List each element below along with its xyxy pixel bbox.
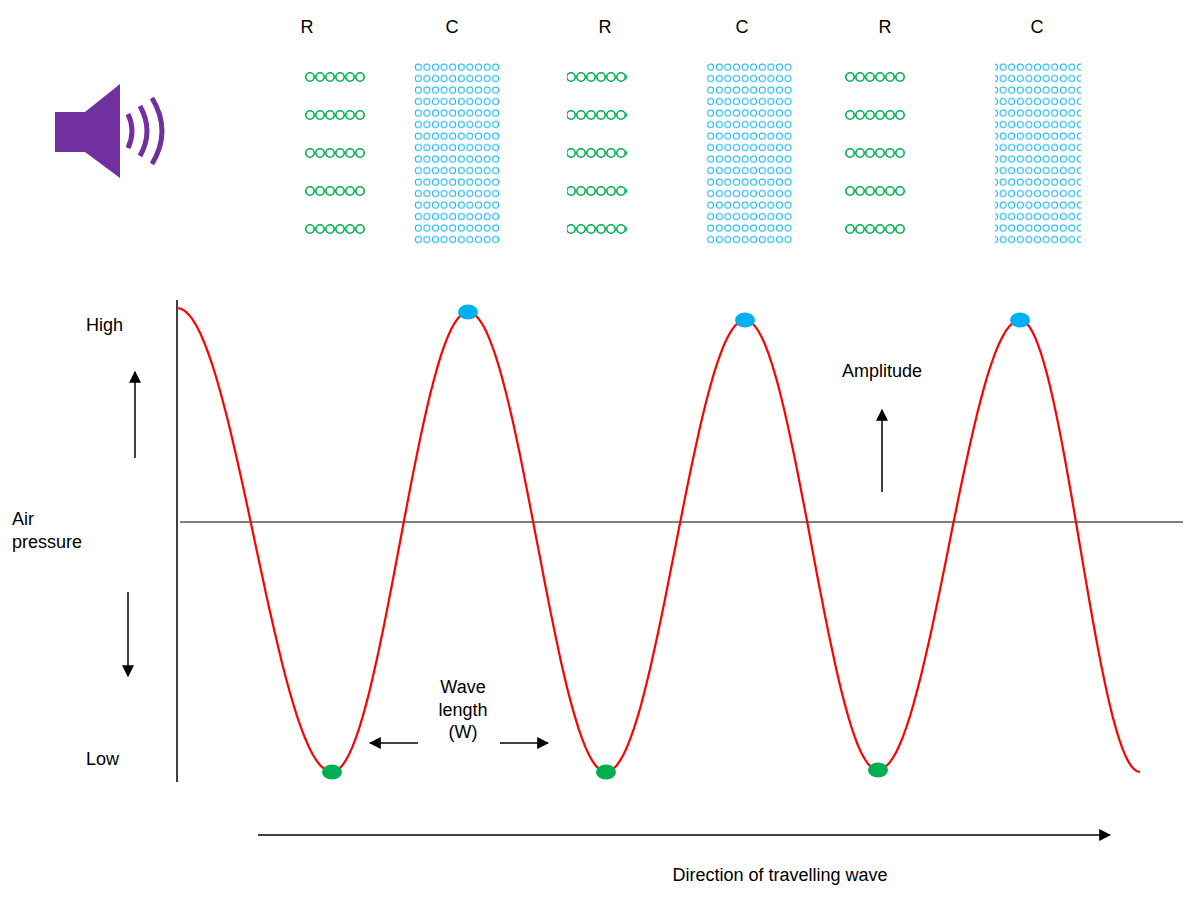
axis-title: Air pressure (12, 508, 102, 553)
direction-arrow (258, 834, 1110, 836)
band-letter: C (446, 16, 459, 39)
up-arrow (134, 372, 136, 458)
air-particles (305, 63, 1081, 251)
pressure-wave (177, 308, 1140, 772)
axis-label: High (86, 314, 123, 337)
wavelength-label: Wave length (W) (428, 676, 498, 744)
speaker-icon (55, 84, 162, 178)
amplitude-arrow (881, 410, 883, 492)
direction-label: Direction of travelling wave (672, 864, 887, 887)
zero-line (180, 521, 1183, 522)
band-letter: R (301, 16, 314, 39)
band-letter: C (736, 16, 749, 39)
peak-dots (458, 305, 1030, 328)
down-arrow (127, 592, 129, 676)
band-letter: C (1031, 16, 1044, 39)
wavelength-arrow (500, 742, 548, 744)
band-letter: R (879, 16, 892, 39)
axis-label: Low (86, 748, 119, 771)
wavelength-arrow (370, 742, 418, 744)
amplitude-label: Amplitude (842, 360, 922, 383)
y-axis (176, 300, 178, 782)
trough-dots (322, 763, 888, 780)
band-letter: R (599, 16, 612, 39)
